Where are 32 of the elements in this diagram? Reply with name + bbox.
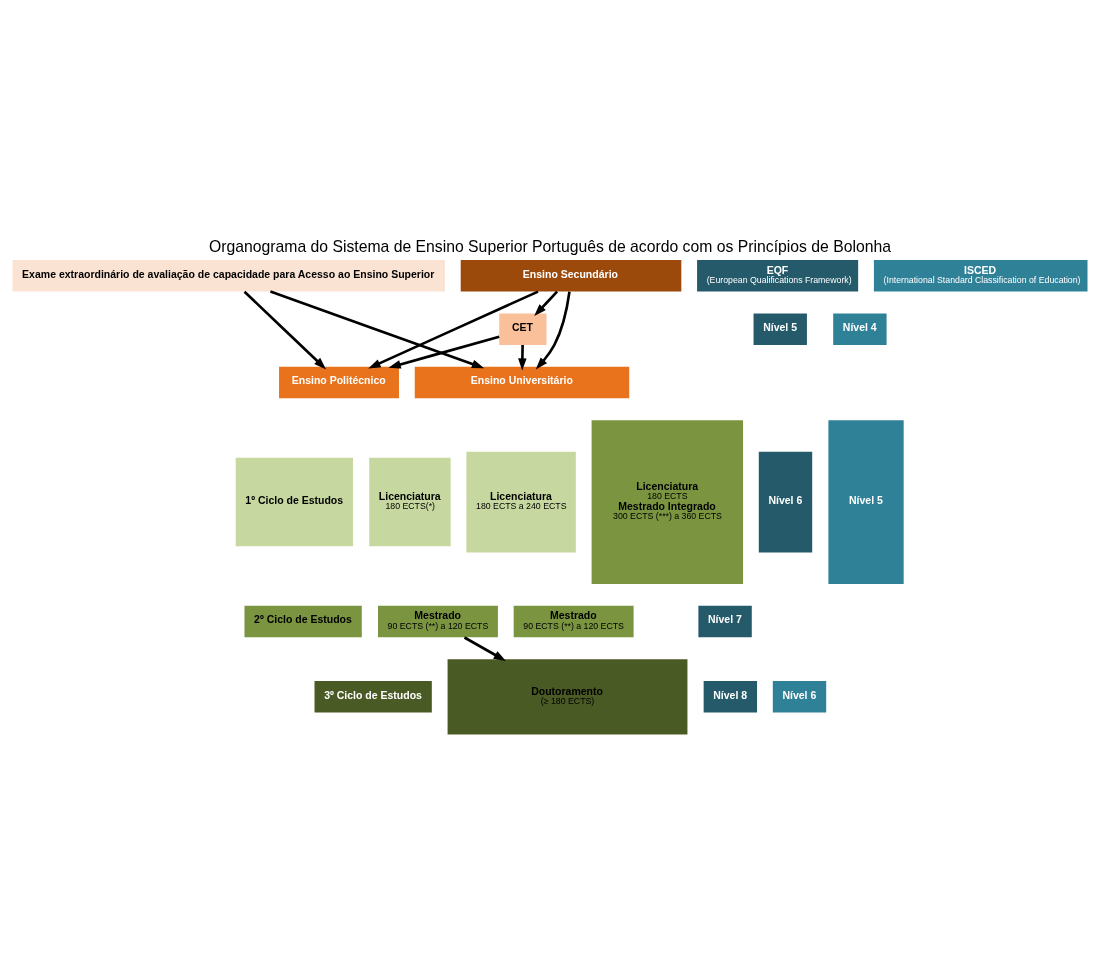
node-box: ISCED (International Standard Classification of Education) [873,260,1088,292]
node-box: Nível 5 [753,313,807,345]
node-box: EQF (European Qualifications Framework) [697,260,859,292]
arrow [535,291,571,370]
node-box: Licenciatura 180 ECTS(*) [369,457,451,547]
node-box: Ensino Politécnico [279,366,399,399]
node-box: Mestrado 90 ECTS (**) a 120 ECTS [513,605,634,638]
node-box: Doutoramento (≥ 180 ECTS) [447,659,688,735]
arrow [388,335,500,369]
node-box: Nível 5 [828,420,904,584]
node-box: 1º Ciclo de Estudos [235,457,354,547]
arrow [518,344,527,371]
arrow [243,290,327,370]
arrow [534,290,559,317]
node-box: Ensino Secundário [460,260,682,292]
node-box: Nível 6 [772,681,827,713]
node-box: 2º Ciclo de Estudos [244,605,362,638]
diagram-title: Organograma do Sistema de Ensino Superior Português de acordo com os Princípios de Bolonha [208,237,892,255]
node-box: Licenciatura 180 ECTS Mestrado Integrado 300 ECTS (***) a 360 ECTS [591,420,744,584]
node-box: 3º Ciclo de Estudos [314,681,432,713]
node-box: Nível 6 [758,451,813,553]
arrow [368,290,539,369]
node-box: Nível 7 [698,605,752,638]
node-box: Nível 8 [703,681,758,713]
node-box: Nível 4 [833,313,887,345]
node-box: Exame extraordinário de avaliação de capacidade para Acesso ao Ensino Superior [12,260,445,292]
node-box: Ensino Universitário [414,366,630,399]
arrow [269,290,485,369]
node-box: Licenciatura 180 ECTS a 240 ECTS [466,451,576,553]
node-box: Mestrado 90 ECTS (**) a 120 ECTS [378,605,498,638]
arrow [463,636,506,662]
node-box: CET [499,313,547,345]
